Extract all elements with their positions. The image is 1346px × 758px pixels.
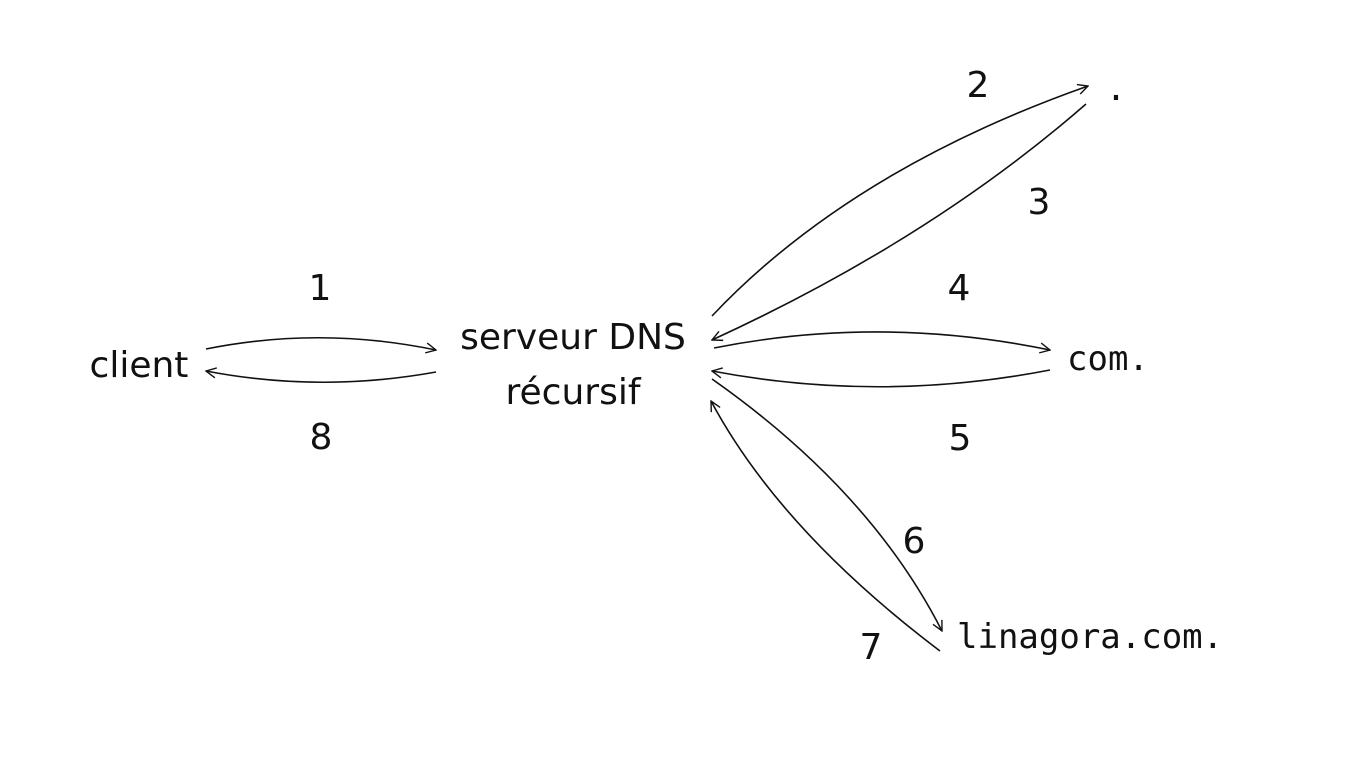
step-label-2: 2: [967, 65, 990, 106]
edge-5-tld-to-resolver: [712, 370, 1051, 388]
edge-3-root-to-resolver: [712, 103, 1087, 340]
node-domain: linagora.com.: [957, 617, 1223, 657]
edge-2-resolver-to-root: [711, 86, 1088, 317]
step-label-5: 5: [949, 418, 972, 459]
step-label-6: 6: [903, 521, 926, 562]
node-tld: com.: [1067, 339, 1149, 379]
edge-4-resolver-to-tld: [713, 331, 1050, 350]
edge-8-resolver-to-client: [206, 371, 437, 384]
step-label-4: 4: [948, 268, 971, 309]
node-client: client: [90, 345, 189, 386]
step-label-1: 1: [309, 268, 332, 309]
node-root: .: [1106, 69, 1126, 109]
step-label-3: 3: [1028, 182, 1051, 223]
edge-1-client-to-resolver: [205, 336, 436, 350]
node-resolver-line2: récursif: [506, 372, 642, 413]
step-label-8: 8: [310, 417, 333, 458]
edge-7-domain-to-resolver: [711, 401, 941, 652]
edge-6-resolver-to-domain: [711, 378, 943, 631]
step-label-7: 7: [860, 627, 883, 668]
node-resolver-line1: serveur DNS: [460, 317, 686, 358]
